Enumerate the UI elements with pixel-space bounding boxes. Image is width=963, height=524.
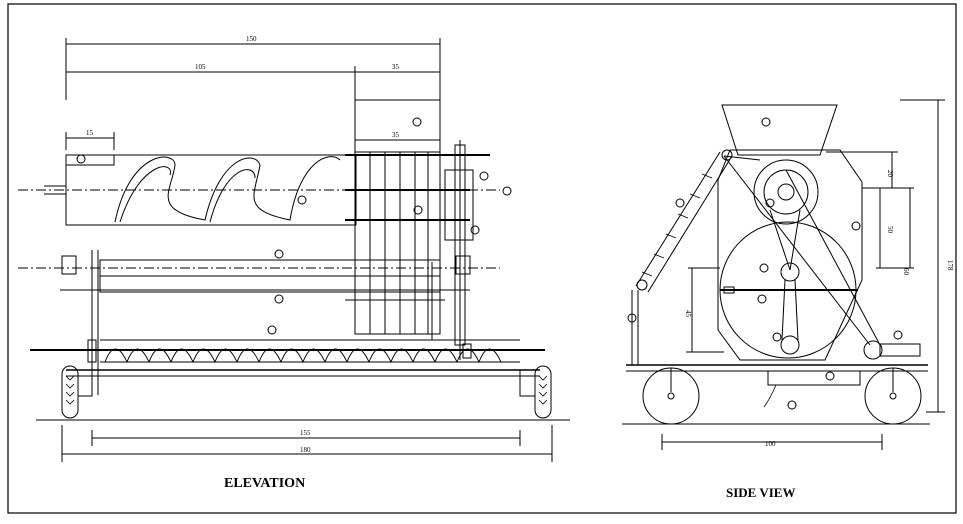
callout-marker — [675, 198, 685, 208]
dim-track: 100 — [765, 440, 776, 448]
dim-d3: 60 — [902, 268, 910, 276]
dim-wheelbase: 155 — [300, 429, 311, 437]
callout-marker — [825, 371, 835, 381]
callout-marker — [759, 263, 769, 273]
callout-marker — [76, 154, 86, 164]
callout-marker — [761, 117, 771, 127]
callout-marker — [470, 225, 480, 235]
elevation-view — [18, 38, 570, 462]
dim-overall-bottom: 180 — [300, 446, 311, 454]
callout-marker — [772, 332, 782, 342]
dim-height-total: 178 — [946, 260, 954, 271]
dim-small-left: 15 — [86, 129, 94, 137]
callout-marker — [274, 294, 284, 304]
callout-marker — [502, 186, 512, 196]
callout-marker — [765, 198, 775, 208]
elevation-title: ELEVATION — [224, 476, 305, 491]
dim-d2: 50 — [886, 226, 894, 234]
side-view — [622, 99, 945, 450]
dim-d4: 45 — [684, 310, 692, 318]
callout-marker — [479, 171, 489, 181]
callout-marker — [413, 205, 423, 215]
callout-marker — [893, 330, 903, 340]
side-callouts — [627, 117, 903, 410]
dim-hopper-inner: 35 — [392, 131, 400, 139]
callout-marker — [851, 221, 861, 231]
side-view-title: SIDE VIEW — [726, 485, 795, 500]
callout-marker — [787, 400, 797, 410]
dim-auger-length: 105 — [195, 63, 206, 71]
callout-marker — [627, 313, 637, 323]
dim-overall-top: 150 — [246, 35, 257, 43]
dim-d1: 20 — [886, 170, 894, 178]
callout-marker — [267, 325, 277, 335]
drawing-frame — [7, 3, 957, 514]
callout-marker — [297, 195, 307, 205]
elevation-callouts — [76, 117, 512, 335]
callout-marker — [274, 249, 284, 259]
dim-hopper-width: 35 — [392, 63, 400, 71]
callout-marker — [757, 294, 767, 304]
callout-marker — [412, 117, 422, 127]
